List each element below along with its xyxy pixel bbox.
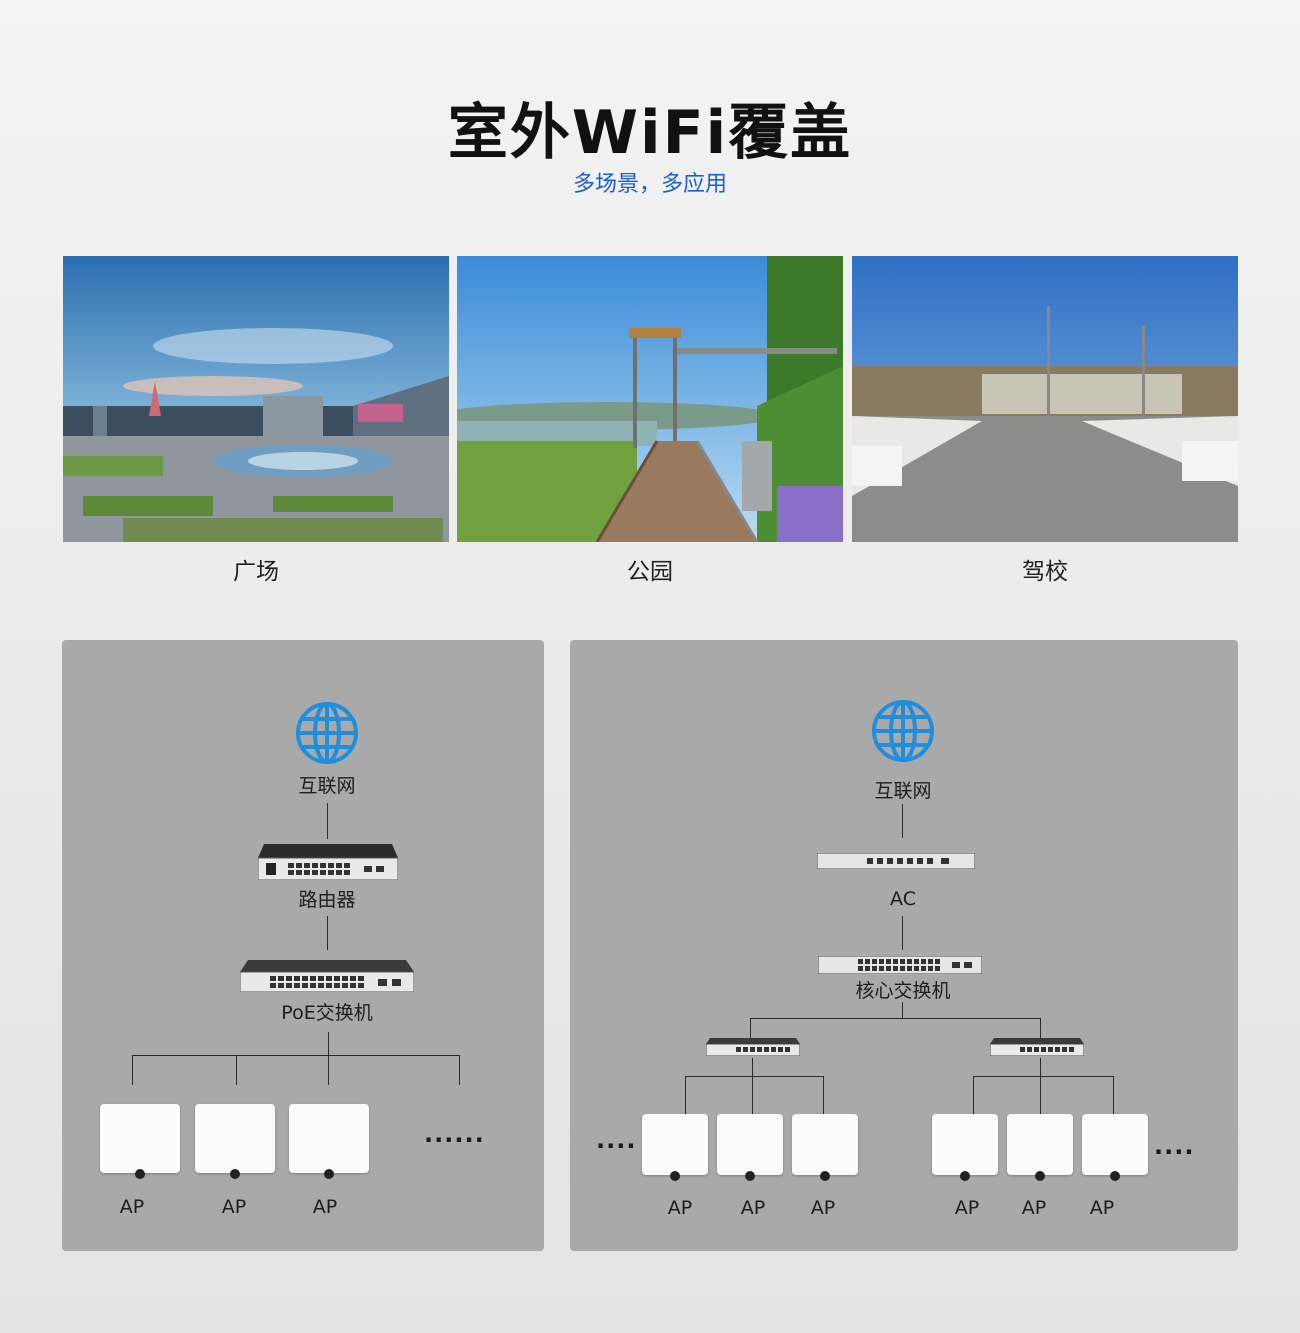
page-title: 室外WiFi覆盖 [447, 98, 853, 168]
ap-label: AP [221, 1196, 247, 1218]
ap-label: AP [810, 1197, 836, 1219]
link-line [1113, 1076, 1114, 1114]
scene-caption-park: 公园 [627, 559, 673, 585]
ac-controller-icon [817, 853, 975, 869]
ap-label: AP [740, 1197, 766, 1219]
ap-label: AP [954, 1197, 980, 1219]
link-line [327, 916, 328, 950]
access-point-icon [792, 1114, 858, 1181]
diagram-panel-ac: 互联网 AC 核心交换机 .... [570, 640, 1238, 1251]
link-line [236, 1055, 237, 1085]
internet-label: 互联网 [874, 780, 932, 802]
access-point-icon [642, 1114, 708, 1181]
link-line [685, 1076, 823, 1077]
access-point-icon [289, 1104, 369, 1179]
access-point-icon [100, 1104, 180, 1179]
poe-switch-icon [240, 960, 414, 992]
ap-label: AP [1089, 1197, 1115, 1219]
access-point-icon [1007, 1114, 1073, 1181]
ap-label: AP [312, 1196, 338, 1218]
core-switch-label: 核心交换机 [855, 980, 951, 1002]
access-point-icon [717, 1114, 783, 1181]
poe-switch-label: PoE交换机 [281, 1002, 373, 1024]
internet-label: 互联网 [298, 775, 356, 797]
access-switch-icon [990, 1038, 1084, 1056]
link-line [132, 1055, 133, 1085]
link-line [750, 1018, 1040, 1019]
link-line [752, 1058, 753, 1114]
link-line [459, 1055, 460, 1085]
link-line [750, 1018, 751, 1038]
more-aps-ellipsis: .... [1154, 1132, 1195, 1160]
scene-photo-park [457, 256, 843, 542]
core-switch-icon [818, 956, 982, 974]
link-line [132, 1055, 460, 1056]
link-line [823, 1076, 824, 1114]
access-point-icon [1082, 1114, 1148, 1181]
link-line [902, 916, 903, 950]
globe-icon [296, 702, 358, 764]
scene-photo-driving-school [852, 256, 1238, 542]
link-line [685, 1076, 686, 1114]
diagram-panel-basic: 互联网 路由器 PoE交换机 ...... AP AP AP [62, 640, 544, 1251]
link-line [328, 1032, 329, 1085]
link-line [973, 1076, 974, 1114]
ap-label: AP [119, 1196, 145, 1218]
router-label: 路由器 [298, 889, 356, 911]
link-line [1040, 1058, 1041, 1114]
link-line [973, 1076, 1113, 1077]
ac-label: AC [890, 888, 916, 910]
ap-label: AP [667, 1197, 693, 1219]
access-point-icon [932, 1114, 998, 1181]
globe-icon [872, 700, 934, 762]
scene-caption-plaza: 广场 [233, 559, 279, 585]
link-line [902, 1002, 903, 1018]
link-line [327, 803, 328, 839]
access-switch-icon [706, 1038, 800, 1056]
scene-photo-plaza [63, 256, 449, 542]
router-icon [258, 844, 398, 880]
page-subtitle: 多场景，多应用 [572, 172, 727, 197]
access-point-icon [195, 1104, 275, 1179]
link-line [902, 804, 903, 838]
ap-label: AP [1021, 1197, 1047, 1219]
link-line [1040, 1018, 1041, 1038]
more-aps-ellipsis: .... [596, 1126, 637, 1154]
more-aps-ellipsis: ...... [424, 1120, 485, 1148]
scene-caption-driving-school: 驾校 [1022, 559, 1068, 585]
